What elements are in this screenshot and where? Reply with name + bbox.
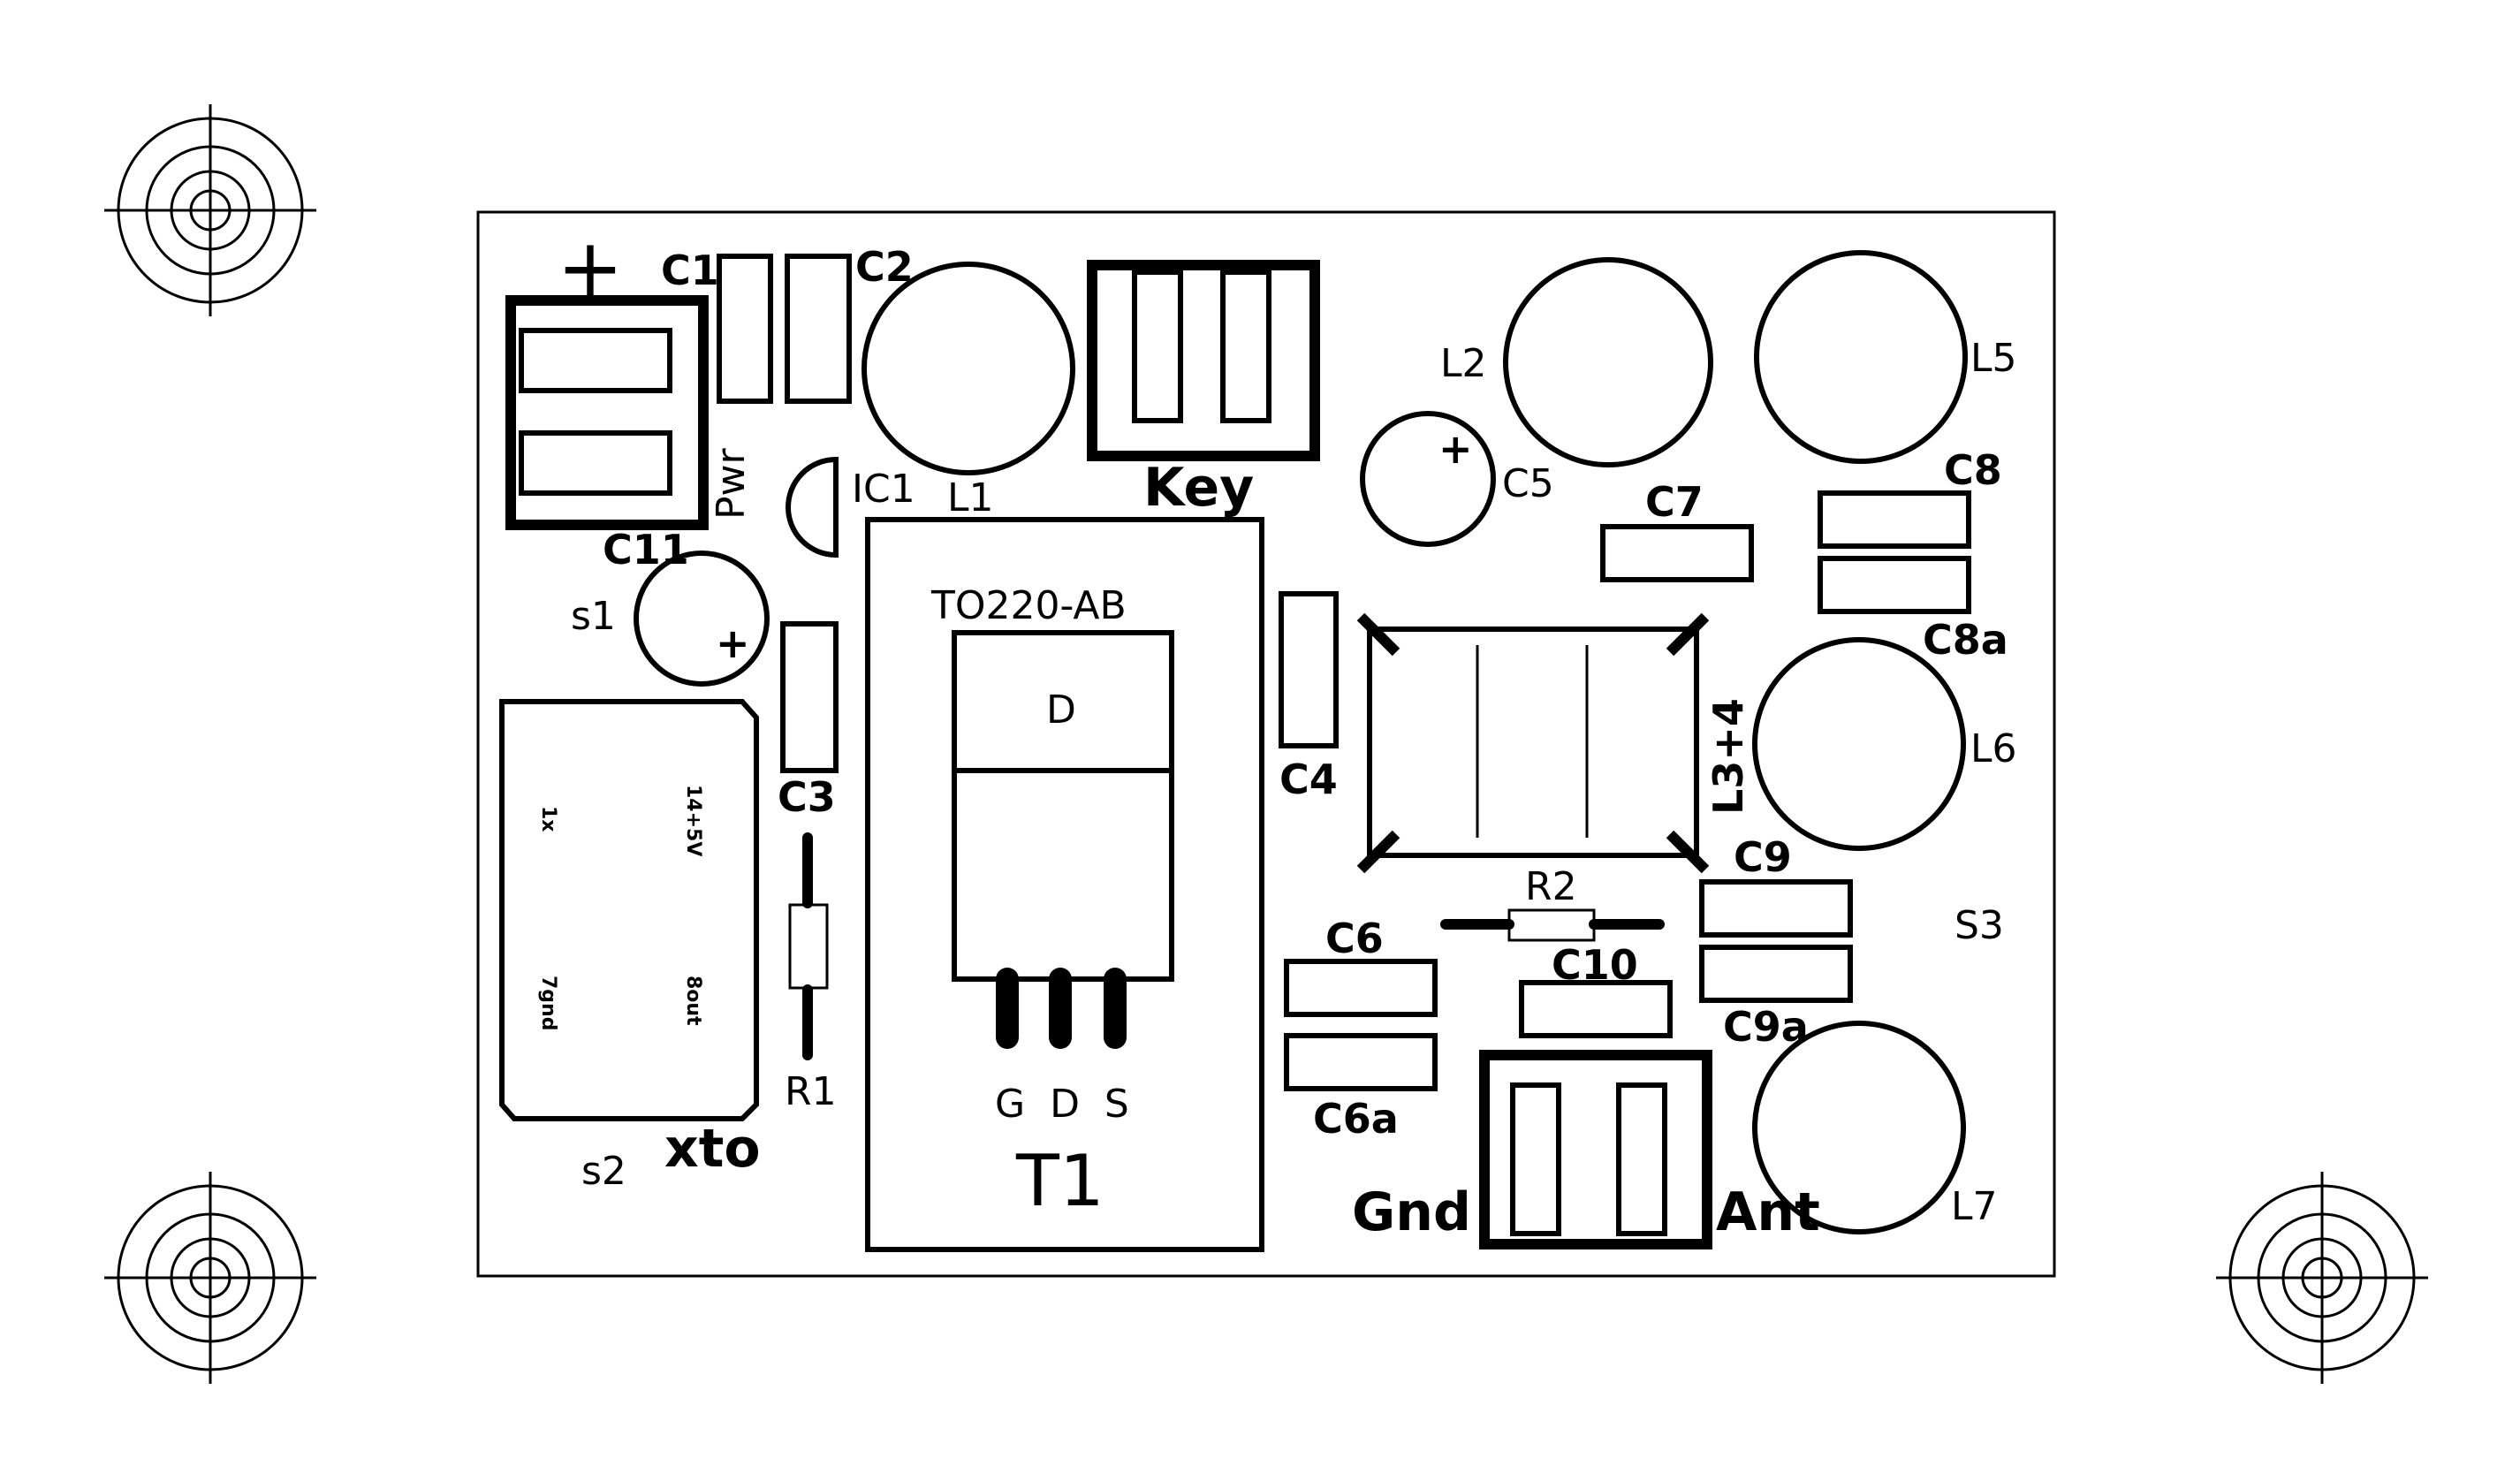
- inductor-l7: [1752, 1021, 1966, 1234]
- plus-label: +: [557, 222, 623, 315]
- fiducial-mark-bottom-right: [2216, 1172, 2428, 1384]
- c4-label: C4: [1279, 756, 1338, 803]
- c5-label: C5: [1502, 461, 1554, 506]
- capacitor-c1: [717, 254, 773, 404]
- capacitor-c10: [1519, 980, 1673, 1038]
- c1-label: C1: [661, 247, 719, 294]
- inductor-l5: [1754, 250, 1968, 464]
- l2-label: L2: [1440, 341, 1487, 386]
- c11-label: C11: [603, 526, 689, 573]
- xto-oscillator: [499, 699, 759, 1121]
- inductor-l2: [1503, 257, 1713, 467]
- capacitor-c7: [1600, 524, 1754, 582]
- l6-label: L6: [1970, 726, 2017, 771]
- l5-label: L5: [1970, 336, 2017, 381]
- fiducial-mark-bottom-left: [104, 1172, 316, 1384]
- key-label: Key: [1143, 457, 1254, 519]
- resistor-r1: [788, 832, 829, 1060]
- l7-label: L7: [1951, 1184, 1998, 1229]
- capacitor-c8a: [1818, 556, 1971, 614]
- inductor-l1: [862, 262, 1075, 475]
- l1-label: L1: [947, 475, 994, 520]
- xto-pin-8out: 8out: [682, 976, 704, 1026]
- inductor-l3-4: [1356, 612, 1710, 874]
- c5-plus: +: [1438, 425, 1473, 473]
- c2-label: C2: [855, 243, 914, 291]
- capacitor-c9: [1699, 879, 1853, 938]
- xto-pin-1x: 1x: [537, 806, 559, 832]
- s3-label: S3: [1955, 903, 2004, 948]
- capacitor-c6a: [1284, 1033, 1438, 1091]
- s1-label: s1: [571, 594, 616, 639]
- t1-pins: [996, 968, 1127, 1049]
- c9-label: C9: [1734, 833, 1792, 881]
- ic1-package: [786, 456, 839, 558]
- c3-label: C3: [778, 773, 836, 821]
- capacitor-c5: [1360, 411, 1496, 547]
- gds-label: G D S: [995, 1082, 1129, 1127]
- d-tab-label: D: [1046, 687, 1076, 733]
- capacitor-c4: [1279, 591, 1339, 748]
- t1-outline: [865, 517, 1264, 1252]
- capacitor-c8: [1818, 490, 1971, 549]
- ic1-label: IC1: [852, 467, 915, 512]
- capacitor-c11: [634, 551, 770, 687]
- board-outline: [476, 210, 2056, 1278]
- xto-pin-7gnd: 7gnd: [537, 976, 559, 1030]
- c11-plus: +: [716, 619, 750, 667]
- capacitor-c3: [780, 621, 839, 773]
- inductor-l6: [1752, 637, 1966, 851]
- t1-label: T1: [1015, 1140, 1104, 1222]
- ant-label: Ant: [1716, 1181, 1820, 1243]
- to220-label: TO220-AB: [930, 583, 1127, 628]
- s2-label: s2: [581, 1149, 626, 1194]
- to220-package: [952, 630, 1174, 982]
- c7-label: C7: [1645, 478, 1704, 526]
- c6a-label: C6a: [1313, 1095, 1399, 1143]
- c6-label: C6: [1325, 915, 1384, 962]
- capacitor-c6: [1284, 959, 1438, 1017]
- pwr-label: Pwr: [709, 447, 754, 520]
- capacitor-c2: [785, 254, 852, 404]
- capacitor-c9a: [1699, 945, 1853, 1003]
- c8a-label: C8a: [1923, 616, 2008, 664]
- power-connector: [505, 295, 709, 530]
- resistor-r2: [1440, 908, 1665, 942]
- fiducial-mark-top-left: [104, 104, 316, 316]
- c8-label: C8: [1944, 446, 2002, 494]
- l34-label: L3+4: [1704, 698, 1752, 815]
- r2-label: R2: [1525, 864, 1577, 909]
- gnd-label: Gnd: [1352, 1181, 1471, 1243]
- c10-label: C10: [1552, 941, 1638, 989]
- xto-label: xto: [664, 1118, 761, 1180]
- key-connector: [1087, 260, 1320, 461]
- antenna-connector: [1479, 1050, 1712, 1249]
- r1-label: R1: [785, 1069, 837, 1114]
- xto-pin-14-5v: 14+5V: [682, 785, 704, 856]
